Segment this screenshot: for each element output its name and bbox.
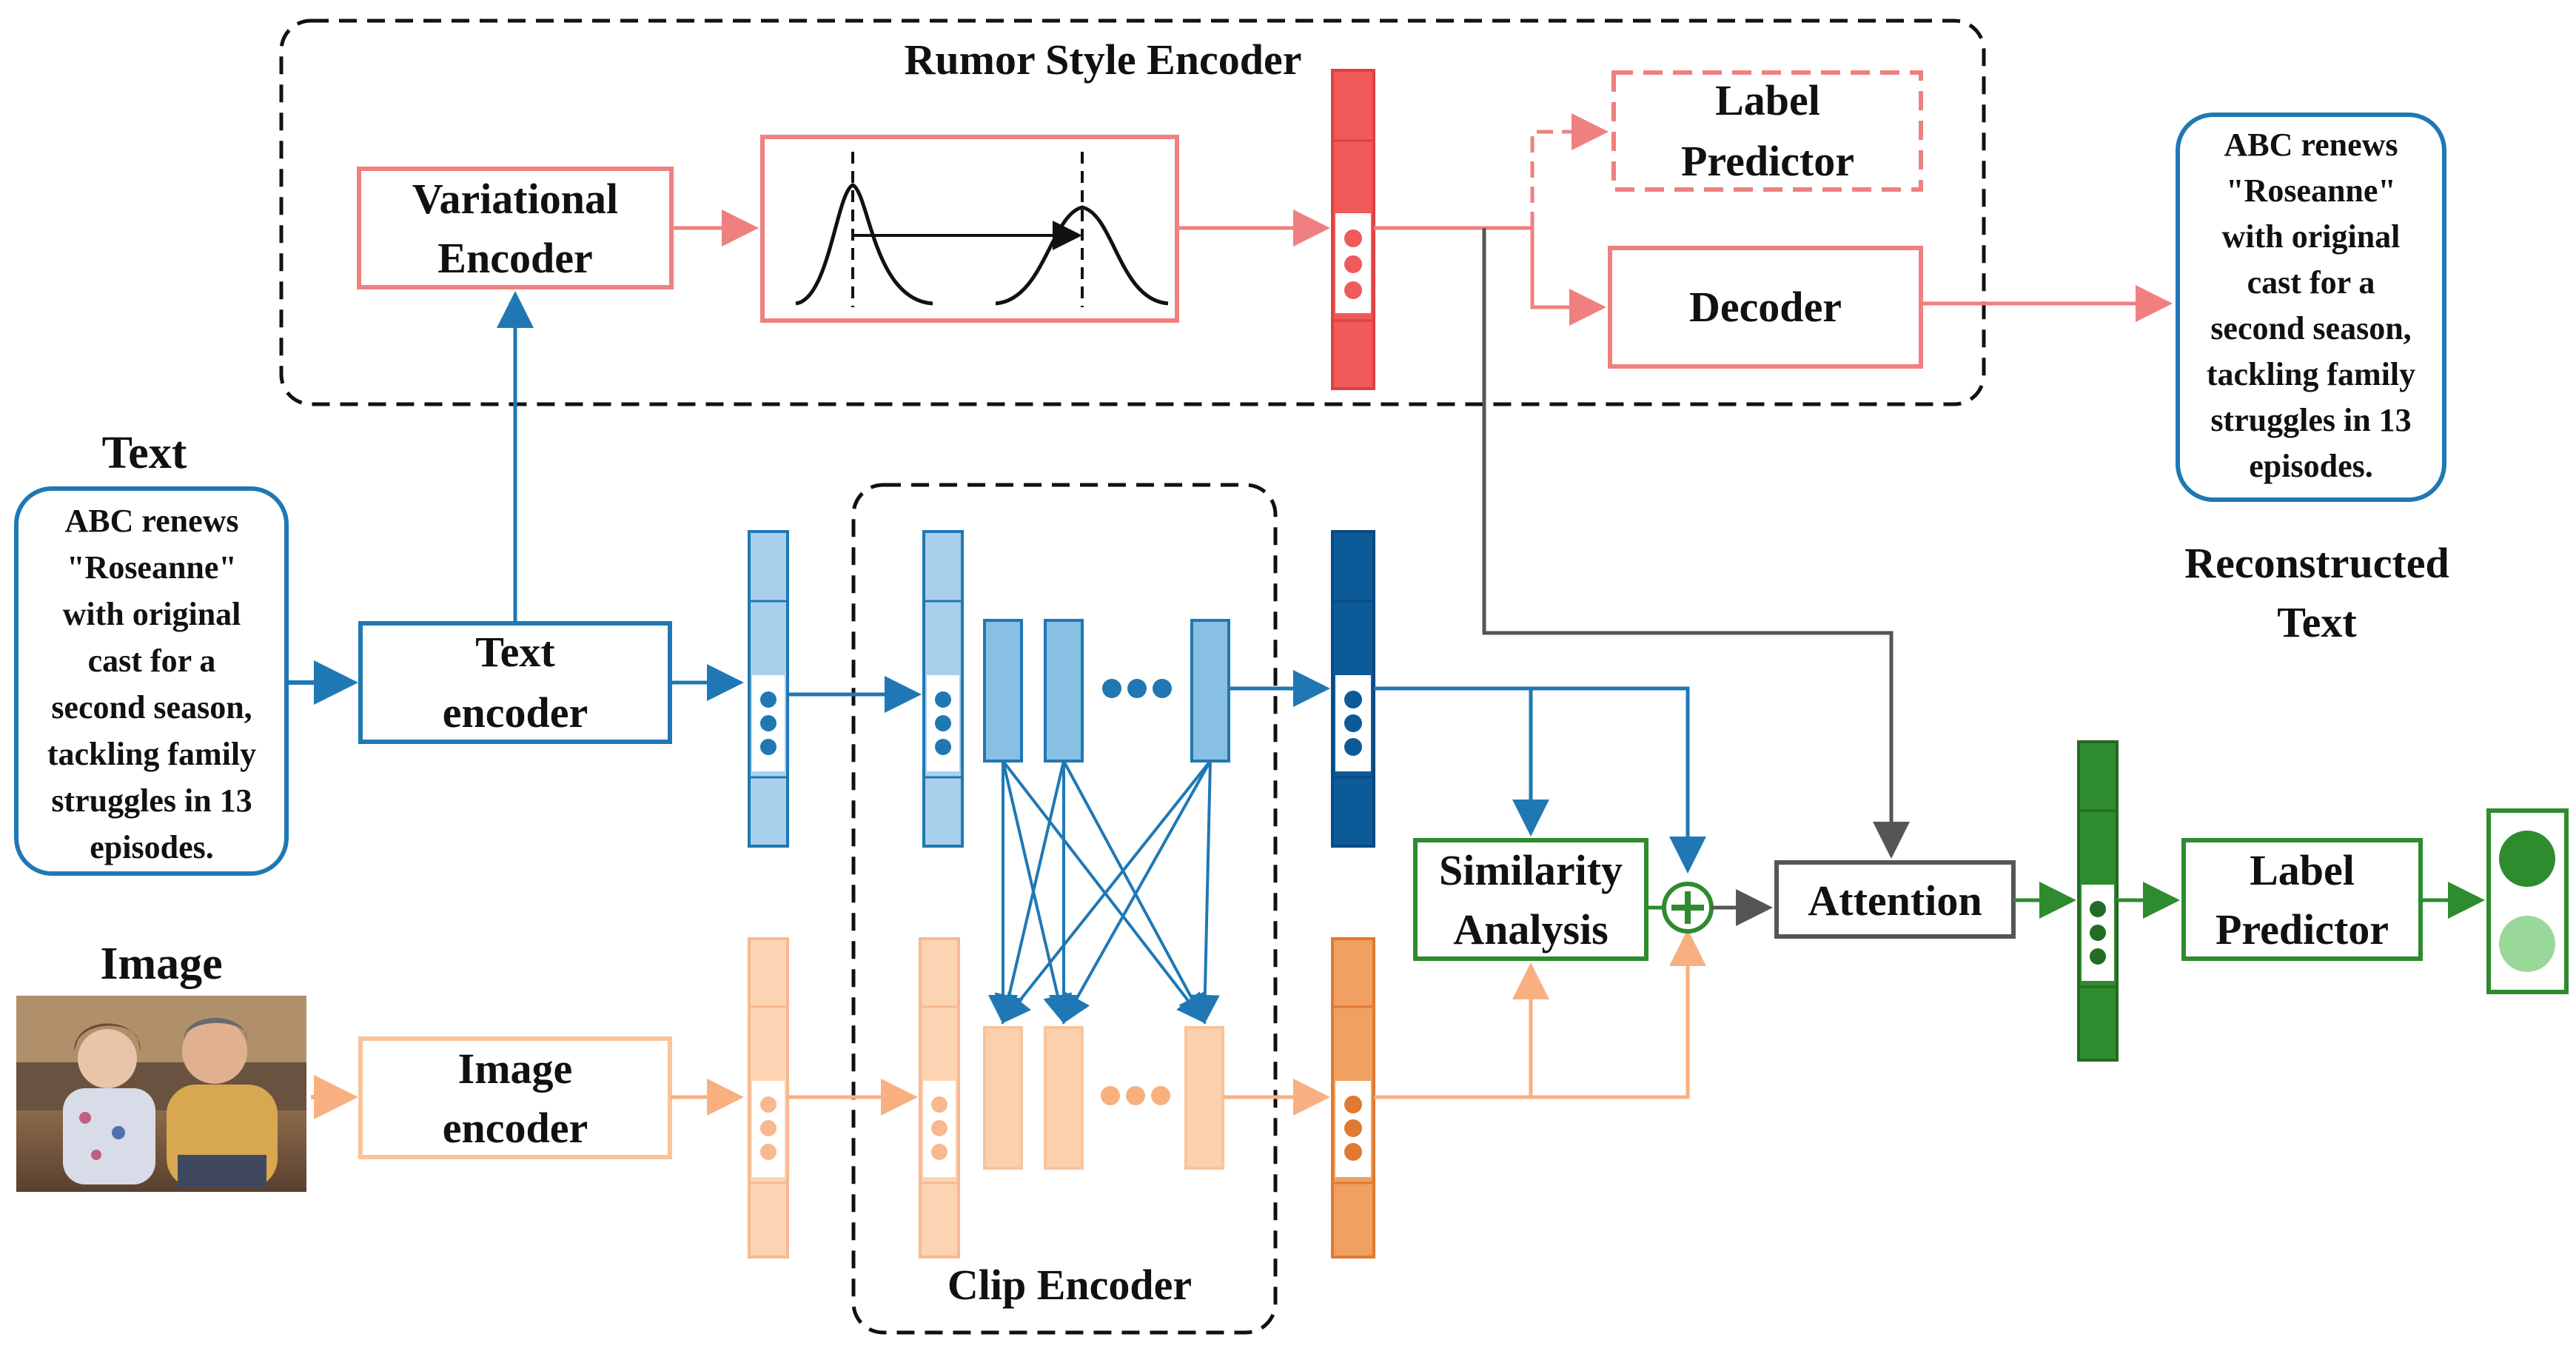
decoder-box [1608,246,1923,369]
clip-encoder-title: Clip Encoder [947,1261,1192,1309]
distribution-box [760,135,1179,323]
text-encoder-label-2: encoder [443,688,588,737]
image-encoder-label-2: encoder [443,1104,588,1152]
image-token-1 [983,1026,1023,1170]
arrow-image-to-fusion [1374,929,1706,1099]
reconstructed-caption-1: Reconstructed [2184,539,2449,587]
variational-encoder-label-2: Encoder [437,234,592,282]
traffic-light-icon [2486,808,2569,994]
clip-image-vector [919,937,960,1259]
image-token-ellipsis [1101,1086,1170,1105]
reconstructed-text-box [2176,113,2446,502]
text-input-line: episodes. [90,829,213,865]
text-input-lines: ABC renews "Roseanne" with original cast fo… [47,503,256,865]
label-predictor-label-1: Label [2250,846,2355,894]
image-token-n [1184,1026,1224,1170]
attention-label: Attention [1808,877,1982,925]
text-input-line: cast for a [88,643,216,679]
rumor-style-encoder: Rumor Style Encoder Variational Encoder … [279,19,2173,406]
text-token-2 [1044,619,1084,763]
reconstructed-text-line: second season, [2210,310,2411,346]
photo-icon [16,996,306,1192]
rumor-style-encoder-title: Rumor Style Encoder [904,36,1301,84]
reconstructed-text-line: cast for a [2247,264,2375,301]
style-label-predictor-label-2: Predictor [1681,137,1854,185]
arrow-text-to-fusion [1374,686,1706,874]
reconstructed-text-line: struggles in 13 [2210,402,2411,438]
plus-icon [1662,882,1714,934]
reconstructed-text: ABC renews "Roseanne" with original cast fo… [2176,113,2449,646]
text-input-line: struggles in 13 [51,782,252,819]
similarity-analysis-box [1413,838,1648,961]
similarity-analysis-label-2: Analysis [1453,905,1609,954]
posterior-distribution-curve [995,205,1169,306]
text-input-line: tackling family [47,736,256,772]
clip-text-vector [922,530,964,848]
clip-encoder-frame [851,483,1278,1335]
reconstructed-text-line: tackling family [2207,356,2415,392]
image-feature-vector [748,937,789,1259]
text-input-line: "Roseanne" [67,549,237,586]
text-input-line: with original [63,596,241,632]
rumor-style-encoder-frame [279,19,1986,406]
text-input: Text ABC renews "Roseanne" with original ca… [14,428,289,876]
text-token-ellipsis [1102,679,1172,698]
decoder-label: Decoder [1689,283,1842,331]
arrow-to-decoder [1530,228,1606,326]
image-encoder-label-1: Image [458,1045,573,1093]
text-token-n [1190,619,1230,763]
style-label-predictor-label-1: Label [1715,76,1820,124]
similarity-analysis-label-1: Similarity [1439,846,1623,894]
reconstructed-text-line: with original [2222,218,2401,255]
label-predictor-label-2: Predictor [2216,905,2389,954]
clip-image-output-vector [1331,937,1375,1259]
reconstructed-text-lines: ABC renews "Roseanne" with original cast fo… [2207,127,2415,484]
text-input-line: second season, [51,689,252,725]
arrow-to-style-label-predictor [1530,113,1609,228]
reconstructed-text-line: "Roseanne" [2226,172,2396,209]
arrow-style-to-attention [1482,228,1910,859]
clip-cross-connections [988,760,1220,1025]
style-label-predictor-box [1611,70,1923,192]
fused-feature-vector [2077,740,2119,1062]
reconstructed-caption-2: Text [2277,598,2357,646]
reconstructed-text-line: episodes. [2249,448,2372,484]
clip-encoder: Clip Encoder [788,483,1278,1335]
image-heading: Image [100,939,222,989]
text-encoder-label-1: Text [475,628,555,676]
variational-encoder-label-1: Variational [412,175,618,223]
text-heading: Text [102,428,187,478]
text-token-1 [983,619,1023,763]
style-vector [1331,69,1375,390]
text-input-line: ABC renews [64,503,238,539]
text-feature-vector [748,530,789,848]
image-token-2 [1044,1026,1084,1170]
reconstructed-text-line: ABC renews [2224,127,2398,163]
clip-text-output-vector [1331,530,1375,848]
prior-distribution-curve [795,183,933,306]
